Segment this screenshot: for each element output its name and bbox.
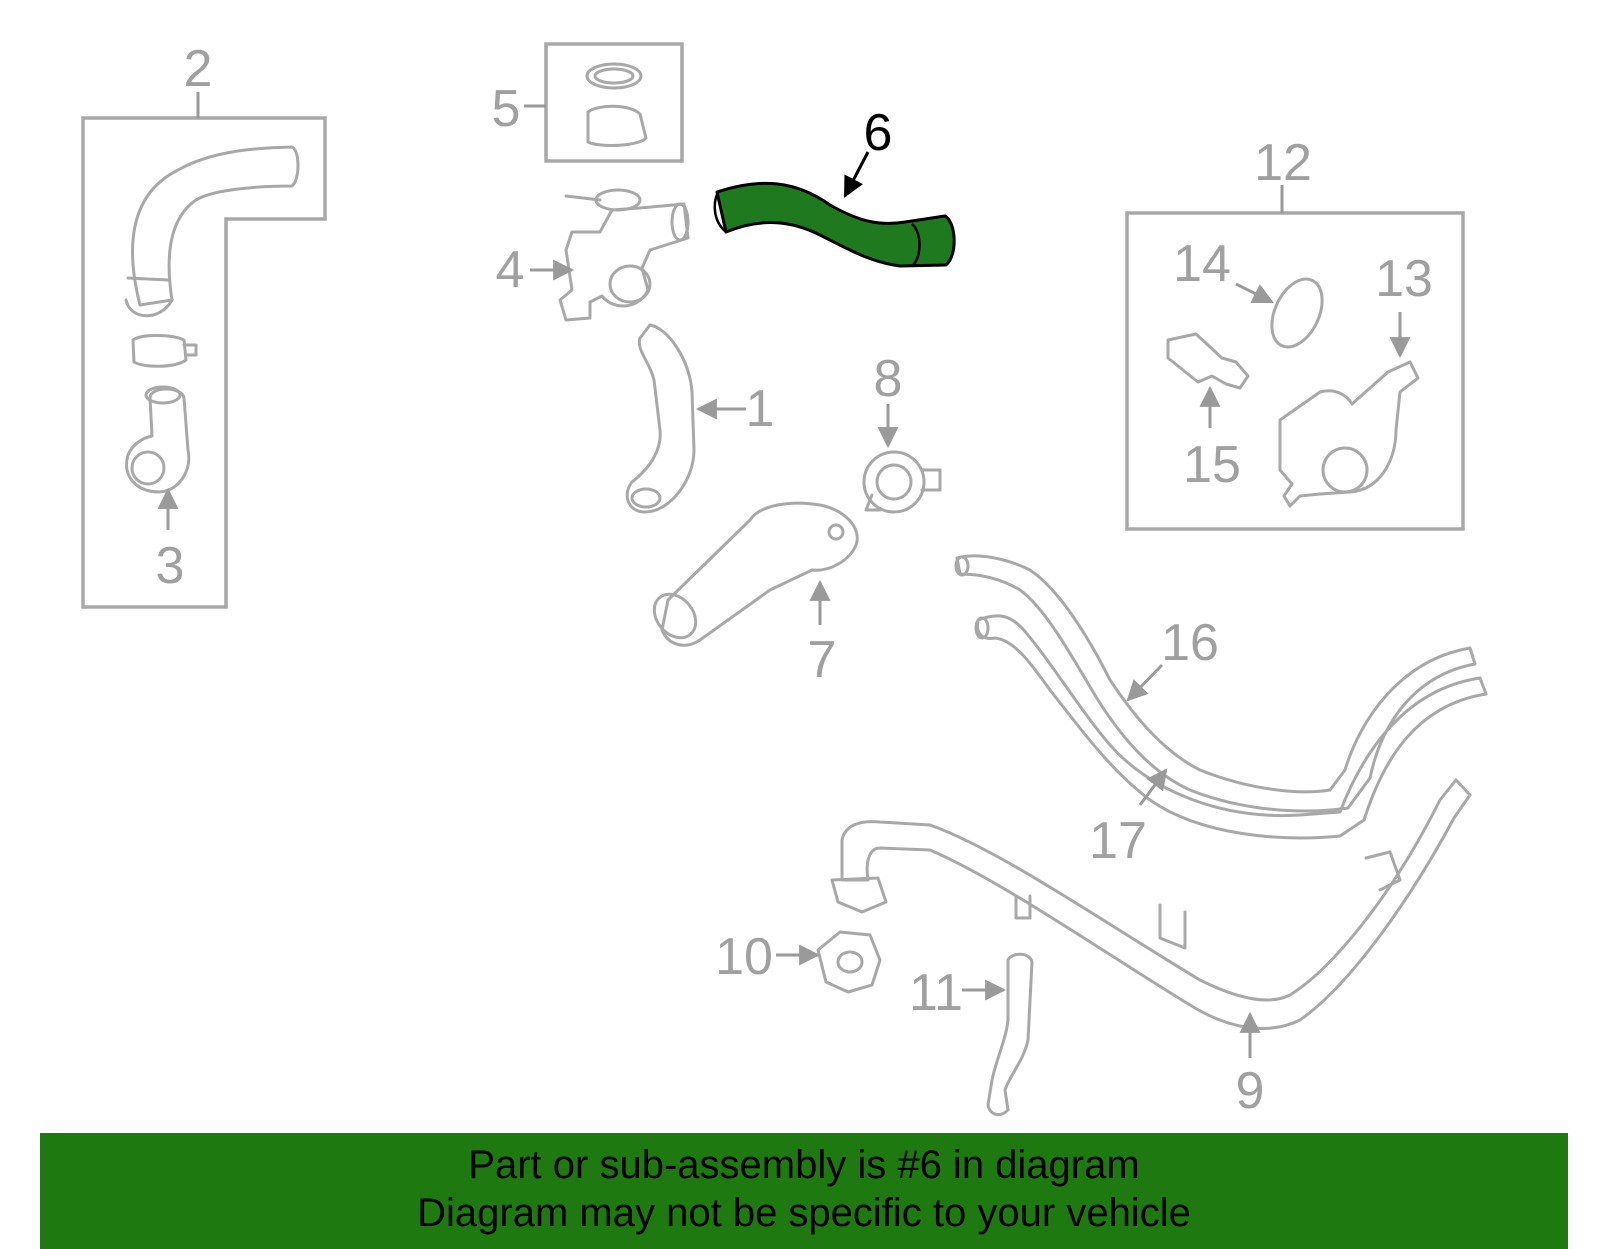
callout-16: 16	[1161, 614, 1219, 672]
part-4-housing	[558, 202, 690, 322]
callout-11: 11	[909, 964, 963, 1022]
part-8-thermostat-valve	[875, 463, 913, 501]
part-14-oring	[1270, 277, 1324, 349]
part-9-bracket	[1158, 903, 1187, 950]
part-11-hose	[986, 952, 1034, 1117]
part-7-outlet	[652, 592, 698, 640]
callout-4: 4	[496, 241, 525, 299]
part-4-side-port	[670, 202, 690, 242]
part-5-oring-inner	[593, 67, 635, 85]
callout-9: 9	[1236, 1062, 1265, 1120]
part-6-hose-cuff	[911, 223, 921, 267]
part-7-housing	[660, 501, 859, 647]
part-clamp	[131, 334, 198, 368]
part-3-port	[144, 385, 182, 405]
banner-line-part: Part or sub-assembly is #6 in diagram	[468, 1143, 1140, 1187]
part-6-hose	[715, 181, 956, 268]
part-17-pipe	[975, 614, 1488, 840]
group-box-12	[1125, 211, 1465, 531]
callout-14: 14	[1173, 235, 1231, 293]
part-9-bracket-right	[1364, 850, 1402, 892]
part-3-bore	[130, 450, 166, 486]
group-box-2	[81, 116, 327, 609]
part-5-oring	[585, 62, 643, 90]
part-hose-upper	[131, 145, 300, 307]
part-13-port	[1321, 446, 1369, 494]
part-9-pipe	[840, 778, 1472, 1030]
part-16-pipe	[955, 554, 1477, 813]
part-7-bolt-hole	[827, 523, 845, 541]
part-8-thermostat	[862, 450, 926, 514]
part-13-housing	[1278, 360, 1420, 508]
callout-8: 8	[874, 350, 903, 408]
callout-17: 17	[1089, 812, 1147, 870]
part-4-tab	[564, 194, 602, 202]
part-16-pipe-end	[954, 555, 970, 577]
callout-1: 1	[746, 380, 775, 438]
group-box-5	[544, 42, 684, 163]
part-9-flange	[830, 876, 888, 914]
part-info-banner: Part or sub-assembly is #6 in diagram Di…	[40, 1133, 1568, 1249]
part-10-gasket-hole	[836, 950, 864, 974]
part-8-thermostat-stem	[864, 468, 942, 512]
banner-line-disclaimer: Diagram may not be specific to your vehi…	[417, 1191, 1191, 1235]
callout-2: 2	[184, 40, 213, 98]
callout-12: 12	[1254, 134, 1312, 192]
callout-15: 15	[1183, 436, 1241, 494]
callout-3: 3	[156, 537, 185, 595]
part-9-nipple	[1014, 894, 1032, 920]
part-1-hose	[625, 323, 696, 514]
part-hose-upper-end	[124, 276, 174, 318]
part-4-cap-port	[594, 188, 642, 212]
leader-6	[843, 151, 870, 198]
callout-6: 6	[864, 104, 893, 162]
callout-7: 7	[808, 631, 837, 689]
part-17-pipe-end	[974, 616, 990, 640]
part-10-gasket	[816, 930, 882, 994]
part-6-hose-end-left	[713, 191, 727, 233]
leader-17	[1138, 768, 1168, 806]
callout-10: 10	[715, 928, 773, 986]
callout-13: 13	[1375, 250, 1433, 308]
leader-16	[1126, 663, 1164, 702]
part-15-sensor	[1166, 332, 1250, 390]
callout-5: 5	[492, 80, 521, 138]
leader-14	[1235, 282, 1274, 304]
part-4-lower-port	[608, 264, 652, 304]
part-5-gasket	[586, 104, 648, 147]
part-1-hose-end	[630, 487, 662, 509]
